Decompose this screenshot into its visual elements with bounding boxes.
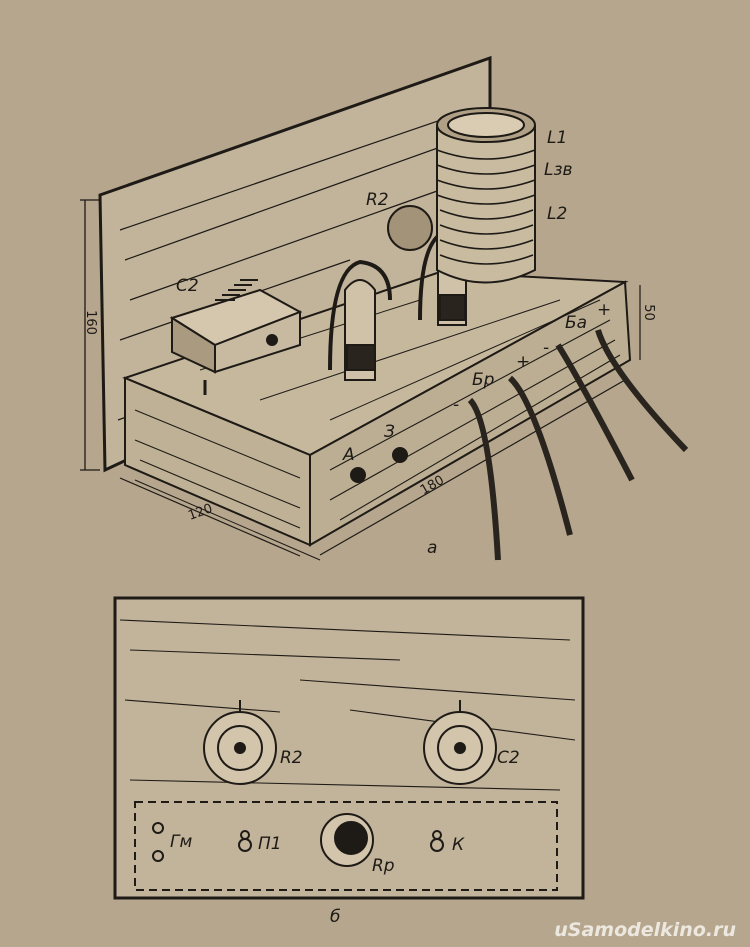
label-plus-1: + [516,352,531,372]
label-br: Бр [472,370,495,390]
label-lzv: Lзв [544,160,573,180]
label-antenna: А [343,445,355,465]
panel-label-gm: Гм [170,832,193,852]
dimension-160: 160 [82,310,98,335]
panel-label-r2: R2 [280,748,303,768]
label-minus-1: - [453,395,460,415]
label-plus-2: + [597,300,612,320]
caption-b: б [330,907,341,927]
label-l1: L1 [547,128,568,148]
toggle-switches [238,830,444,852]
coil-former [436,107,536,284]
label-ba: Ба [565,313,588,333]
panel-label-p1: П1 [258,834,282,854]
caption-a: а [427,538,438,558]
variable-capacitor [169,279,303,395]
terminals [350,447,408,483]
dial-r2 [203,700,277,785]
label-c2: C2 [176,276,199,296]
watermark: uSamodelkino.ru [554,919,736,941]
resistor-knob [387,205,433,251]
rheostat-knob [320,813,374,867]
panel-label-rr: Rр [372,856,395,876]
panel-label-k: К [452,835,465,855]
panel-label-c2: C2 [497,748,520,768]
label-ground: З [384,422,395,442]
label-l2: L2 [547,204,568,224]
label-minus-2: - [543,338,550,358]
label-r2: R2 [366,190,389,210]
phone-jacks [152,822,164,862]
dial-c2 [423,700,497,785]
battery-leads [467,329,689,561]
dimension-50: 50 [640,304,656,321]
vacuum-tube-1 [328,259,392,381]
chassis-box [119,270,641,557]
